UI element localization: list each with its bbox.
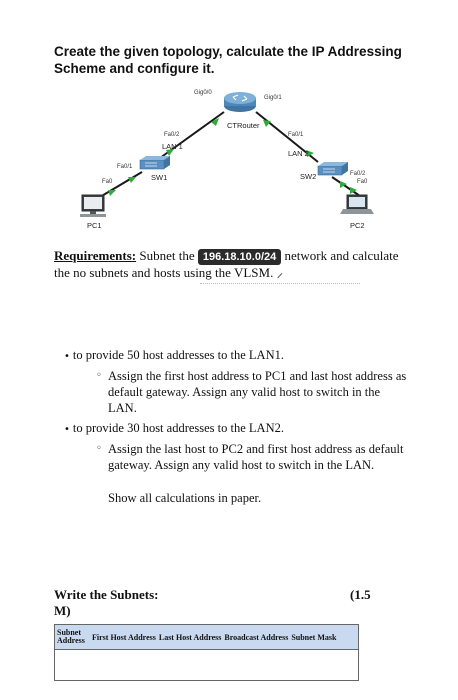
network-address-badge: 196.18.10.0/24 <box>197 249 282 265</box>
router-icon[interactable] <box>224 92 256 112</box>
subnet-table-header: Subnet Address First Host Address Last H… <box>55 625 358 650</box>
pc1-port-label: Fa0 <box>102 179 113 185</box>
marks-open: (1.5 <box>350 587 371 602</box>
subnets-title: Write the Subnets: <box>54 587 159 602</box>
pc2-label: PC2 <box>350 221 365 230</box>
router-port-right-label: Gig0/1 <box>264 95 282 101</box>
task-lan1-detail: ◦ Assign the first host address to PC1 an… <box>96 368 408 416</box>
marks-close: M) <box>54 603 71 618</box>
network-topology-diagram: Gig0/0 Gig0/1 CTRouter Fa0/2 LAN 1 SW1 F… <box>80 90 374 230</box>
cut-off-line <box>200 283 360 287</box>
switch-sw1-label: SW1 <box>151 173 167 182</box>
router-name-label: CTRouter <box>227 121 260 130</box>
lan1-router-port-label: Fa0/2 <box>164 132 180 138</box>
page-heading: Create the given topology, calculate the… <box>54 44 402 76</box>
sw1-pc-port-label: Fa0/1 <box>117 164 133 170</box>
sub-bullet-icon: ◦ <box>96 370 102 381</box>
lan2-router-port-label: Fa0/1 <box>288 132 304 138</box>
subnet-table: Subnet Address First Host Address Last H… <box>54 624 359 681</box>
col-first-host: First Host Address <box>92 632 156 642</box>
bullet-icon: • <box>64 424 70 435</box>
sw2-pc-port-label: Fa0/2 <box>350 171 366 177</box>
link-sw2-pc2 <box>331 176 361 197</box>
link-marker <box>211 118 219 126</box>
link-marker <box>128 177 136 183</box>
switch-sw2-icon[interactable] <box>317 162 348 176</box>
pc2-laptop-icon[interactable] <box>340 194 374 214</box>
link-pc1-sw1 <box>99 171 143 198</box>
requirements-title: Requirements: <box>54 248 137 263</box>
col-subnet-address: Subnet Address <box>57 628 85 645</box>
pc1-label: PC1 <box>87 221 102 230</box>
task-lan1: •to provide 50 host addresses to the LAN… <box>64 347 404 365</box>
lan1-label: LAN 1 <box>162 142 183 151</box>
requirements-tail: ⸝ <box>276 265 284 280</box>
task-lan2-detail: ◦ Assign the last host to PC2 and first h… <box>96 441 408 473</box>
link-marker <box>306 150 314 157</box>
link-marker <box>108 190 116 196</box>
bullet-icon: • <box>64 351 70 362</box>
requirements-pre: Subnet the <box>139 248 195 263</box>
task-lan1-text: to provide 50 host addresses to the LAN1… <box>72 348 284 362</box>
requirements-post: network and calculate the no subnets and… <box>54 248 399 280</box>
link-marker <box>263 120 271 127</box>
pc2-port-label: Fa0 <box>357 179 368 185</box>
task-lan2-text: to provide 30 host addresses to the LAN2… <box>72 421 284 435</box>
switch-sw2-label: SW2 <box>300 172 316 181</box>
task-lan2: •to provide 30 host addresses to the LAN… <box>64 420 404 438</box>
link-marker <box>350 187 357 194</box>
subnet-table-empty-row[interactable] <box>55 650 358 681</box>
link-marker <box>166 149 174 156</box>
pc1-icon[interactable] <box>80 194 106 217</box>
col-last-host: Last Host Address <box>158 632 222 642</box>
col-broadcast: Broadcast Address <box>224 632 289 642</box>
router-port-left-label: Gig0/0 <box>194 90 212 96</box>
switch-sw1-icon[interactable] <box>139 156 170 170</box>
calc-note: Show all calculations in paper. <box>108 491 262 505</box>
requirements-paragraph: Requirements: Subnet the 196.18.10.0/24 … <box>54 248 414 281</box>
sub-bullet-icon: ◦ <box>96 443 102 454</box>
link-marker <box>340 181 347 188</box>
task-lan2-detail-text: Assign the last host to PC2 and first ho… <box>108 442 404 472</box>
task-lan1-detail-text: Assign the first host address to PC1 and… <box>108 369 407 415</box>
lan2-label: LAN 2 <box>288 149 309 158</box>
col-subnet-mask: Subnet Mask <box>291 632 337 642</box>
